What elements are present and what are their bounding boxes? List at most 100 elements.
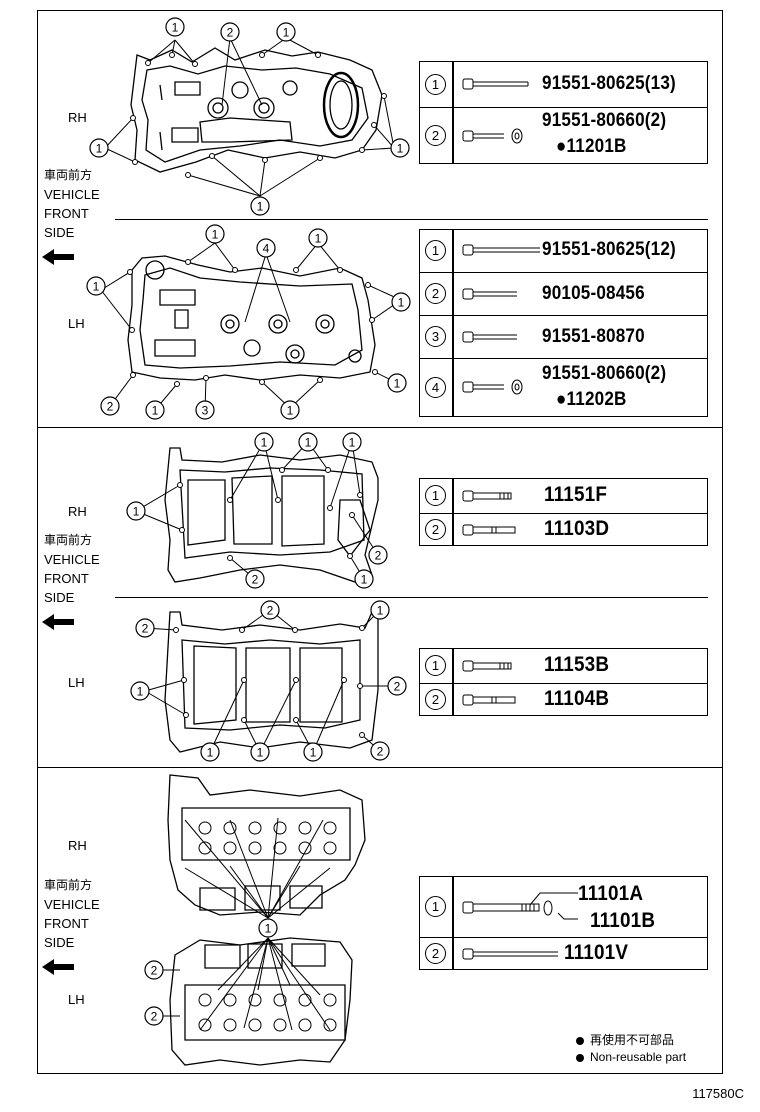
callout-circle: 1: [308, 228, 328, 248]
callout-circle: 4: [256, 238, 276, 258]
callout-circle: 1: [258, 918, 278, 938]
callout-number: 4: [263, 242, 270, 256]
callout-number: 1: [310, 746, 317, 760]
table-row: 1 11151F: [420, 479, 707, 513]
callout-circle: 1: [342, 432, 362, 452]
callout-number: 1: [425, 240, 446, 261]
part-number: 90105-08456: [542, 283, 645, 304]
bolt-icon: [462, 524, 516, 536]
callout-circle: 1: [126, 501, 146, 521]
part-number: 91551-80660(2): [542, 110, 667, 131]
callout-number: 1: [394, 377, 401, 391]
table-row: 1 11101A 11101B: [420, 877, 707, 937]
callout-circle: 2: [260, 600, 280, 620]
callout-circle: 1: [298, 432, 318, 452]
front-arrow-icon: [42, 614, 74, 630]
callout-number: 1: [257, 746, 264, 760]
table-row: 1 91551-80625(13): [420, 62, 707, 107]
callout-number: 1: [93, 280, 100, 294]
table-row: 3 91551-80870: [420, 315, 707, 359]
callout-circle: 2: [245, 569, 265, 589]
callout-circle: 1: [200, 742, 220, 762]
callout-number: 1: [257, 200, 264, 214]
cylinder-head-drawing: [162, 774, 366, 1066]
callout-number: 1: [315, 232, 322, 246]
part-number: 11103D: [544, 517, 610, 540]
part-number: 11153B: [544, 653, 610, 676]
callout-number: 1: [133, 505, 140, 519]
callout-circle: 1: [205, 224, 225, 244]
bullet-icon: [576, 1053, 584, 1062]
rh-fastener-table-1: 1 91551-80625(13) 2 91551-80660(2) ●1120…: [419, 61, 708, 164]
bolt-with-washer-icon: [462, 379, 523, 395]
table-row: 2 11103D: [420, 513, 707, 548]
vehicle-front-label: 車両前方 VEHICLE FRONT SIDE: [44, 878, 100, 950]
rh-fastener-table-2: 1 11151F 2 11103D: [419, 478, 708, 546]
callout-number: 1: [137, 685, 144, 699]
callout-number: 2: [267, 604, 274, 618]
callout-number: 1: [398, 296, 405, 310]
callout-number: 1: [283, 26, 290, 40]
callout-number: 1: [207, 746, 214, 760]
callout-number: 1: [261, 436, 268, 450]
figure-id: 117580C: [692, 1086, 744, 1101]
callout-number: 2: [425, 519, 446, 540]
cylinder-head-bolt-table: 1 11101A 11101B 2 11101V: [419, 876, 708, 970]
callout-number: 1: [172, 21, 179, 35]
bolt-icon: [462, 288, 517, 300]
lh-label: LH: [68, 675, 85, 690]
callout-circle: 1: [165, 17, 185, 37]
table-row: 1 11153B: [420, 649, 707, 683]
bolt-with-washer-icon: [462, 128, 523, 144]
vehicle-front-label: 車両前方 VEHICLE FRONT SIDE: [44, 533, 100, 605]
callout-number: 1: [425, 896, 446, 917]
table-row: 2 90105-08456: [420, 272, 707, 316]
legend: 再使用不可部品 Non-reusable part: [576, 1032, 686, 1066]
part-number: 91551-80625(12): [542, 239, 676, 260]
section-divider: [37, 427, 723, 428]
callout-circle: 2: [387, 676, 407, 696]
rh-label: RH: [68, 110, 87, 125]
callout-number: 1: [397, 142, 404, 156]
rh-cam-housing-drawing: [104, 37, 395, 197]
callout-circle: 1: [276, 22, 296, 42]
section-divider: [37, 767, 723, 768]
callout-number: 1: [265, 922, 272, 936]
lh-bearing-cap-drawing: [144, 609, 395, 753]
bolt-icon: [462, 244, 540, 256]
lh-label: LH: [68, 992, 85, 1007]
washer-part-number: 11101B: [590, 909, 656, 932]
rh-bearing-cap-drawing: [135, 441, 379, 583]
table-row: 1 91551-80625(12): [420, 230, 707, 272]
vehicle-front-label: 車両前方 VEHICLE FRONT SIDE: [44, 168, 100, 240]
table-row: 2 91551-80660(2) ●11201B: [420, 107, 707, 166]
diagram-frame: [37, 10, 723, 1074]
leader-line: [529, 892, 578, 920]
table-row: 4 91551-80660(2) ●11202B: [420, 358, 707, 419]
callout-number: 1: [425, 655, 446, 676]
gasket-part-number: ●11202B: [556, 389, 627, 410]
callout-circle: 2: [135, 618, 155, 638]
part-number: 91551-80660(2): [542, 363, 667, 384]
callout-number: 4: [425, 377, 446, 398]
part-number: 91551-80870: [542, 326, 645, 347]
table-row: 2 11104B: [420, 683, 707, 718]
callout-number: 2: [394, 680, 401, 694]
bolt-icon: [462, 660, 512, 672]
callout-circle: 2: [368, 545, 388, 565]
callout-number: 2: [227, 26, 234, 40]
callout-number: 1: [287, 404, 294, 418]
front-arrow-icon: [42, 249, 74, 265]
callout-number: 3: [425, 326, 446, 347]
callout-number: 2: [425, 125, 446, 146]
callout-number: 1: [377, 604, 384, 618]
subsection-divider: [115, 219, 708, 220]
legend-item-jp: 再使用不可部品: [576, 1032, 686, 1049]
callout-number: 2: [377, 745, 384, 759]
long-bolt-with-washer-icon: [462, 900, 553, 916]
callout-circle: 1: [130, 681, 150, 701]
callout-circle: 1: [303, 742, 323, 762]
bolt-icon: [462, 331, 517, 343]
callout-number: 1: [425, 74, 446, 95]
callout-number: 1: [425, 485, 446, 506]
